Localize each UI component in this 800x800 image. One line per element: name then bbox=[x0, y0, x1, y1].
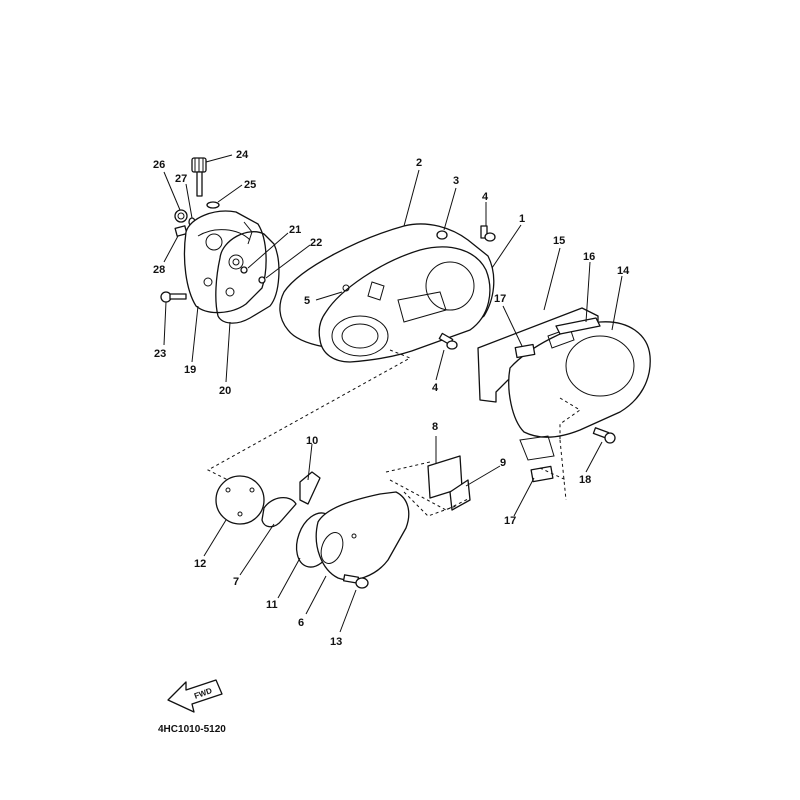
bolt-4-bottom bbox=[438, 332, 458, 350]
callout-19: 19 bbox=[184, 364, 196, 376]
callout-18: 18 bbox=[579, 474, 591, 486]
callout-25: 25 bbox=[244, 179, 256, 191]
callout-14: 14 bbox=[617, 265, 630, 277]
gasket-2 bbox=[279, 223, 495, 351]
callout-10: 10 bbox=[306, 435, 318, 447]
crankcase-cover-1 bbox=[318, 246, 491, 363]
seal-7 bbox=[261, 497, 297, 528]
callout-20: 20 bbox=[219, 385, 231, 397]
callout-23: 23 bbox=[154, 348, 166, 360]
seal-16 bbox=[555, 317, 601, 335]
dowel-pin-22 bbox=[258, 276, 266, 284]
oil-filler-cap bbox=[191, 157, 207, 197]
callout-27: 27 bbox=[175, 173, 187, 185]
seal-10 bbox=[299, 471, 321, 505]
air-duct-6 bbox=[315, 491, 410, 581]
dowel-pin-21 bbox=[240, 266, 248, 274]
damper-17-top bbox=[514, 343, 536, 359]
callout-28: 28 bbox=[153, 264, 165, 276]
callout-24: 24 bbox=[236, 149, 249, 161]
plate-28 bbox=[174, 225, 188, 237]
callouts: 1 2 3 4 4 5 6 7 8 9 10 11 12 13 14 15 16… bbox=[153, 149, 630, 648]
callout-4-bottom: 4 bbox=[432, 382, 439, 394]
callout-17-bottom: 17 bbox=[504, 515, 516, 527]
callout-3: 3 bbox=[453, 175, 459, 187]
callout-15: 15 bbox=[553, 235, 565, 247]
o-ring bbox=[206, 201, 220, 209]
assembly-lines bbox=[206, 349, 581, 517]
callout-8: 8 bbox=[432, 421, 438, 433]
callout-6: 6 bbox=[298, 617, 304, 629]
part-code: 4HC1010-5120 bbox=[158, 724, 226, 735]
callout-2: 2 bbox=[416, 157, 422, 169]
callout-5: 5 bbox=[304, 295, 310, 307]
nut-3 bbox=[436, 230, 448, 240]
bolt-4-top bbox=[480, 225, 496, 242]
fwd-arrow-icon: FWD bbox=[167, 679, 223, 713]
callout-16: 16 bbox=[583, 251, 595, 263]
leader-lines bbox=[163, 154, 623, 633]
bolt-18 bbox=[592, 427, 616, 444]
callout-12: 12 bbox=[194, 558, 206, 570]
callout-26: 26 bbox=[153, 159, 165, 171]
callout-17-top: 17 bbox=[494, 293, 506, 305]
callout-11: 11 bbox=[266, 599, 278, 611]
bolt-13 bbox=[342, 574, 369, 589]
callout-9: 9 bbox=[500, 457, 506, 469]
callout-4-top: 4 bbox=[482, 191, 489, 203]
callout-22: 22 bbox=[310, 237, 322, 249]
callout-7: 7 bbox=[233, 576, 239, 588]
cap-12 bbox=[215, 475, 265, 525]
callout-21: 21 bbox=[289, 224, 301, 236]
callout-1: 1 bbox=[519, 213, 525, 225]
bolt-26 bbox=[174, 209, 188, 223]
gasket-20 bbox=[215, 231, 280, 324]
callout-13: 13 bbox=[330, 636, 342, 648]
bolt-23 bbox=[160, 291, 187, 303]
filter-element-9 bbox=[449, 479, 471, 511]
crankcase-cover-19 bbox=[183, 210, 267, 314]
